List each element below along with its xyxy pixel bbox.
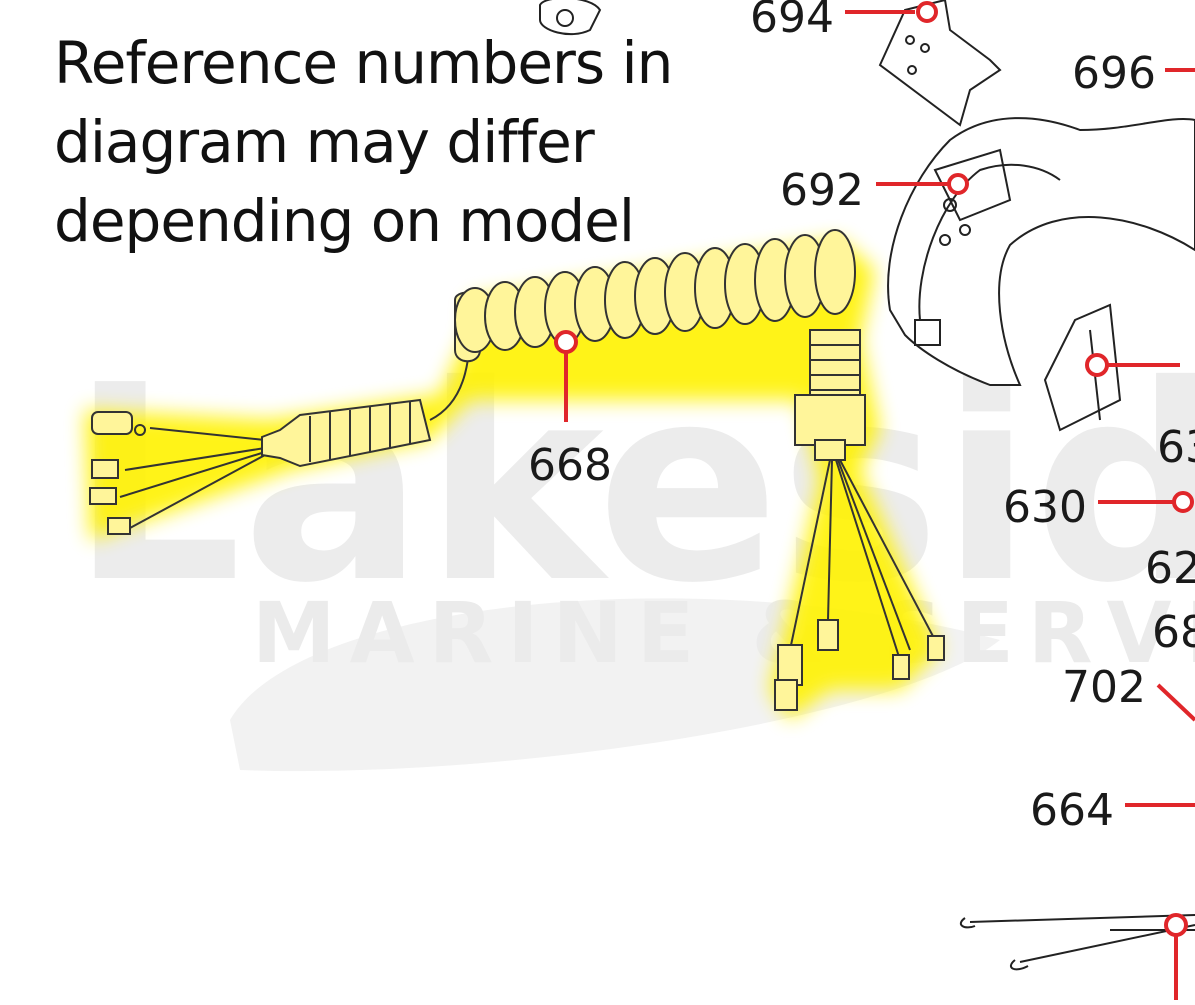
part-label-63x: 63	[1157, 422, 1195, 473]
part-label-630: 630	[1003, 482, 1087, 533]
connector-block	[794, 394, 866, 446]
callouts	[554, 1, 1195, 1000]
part-label-68x: 68	[1152, 607, 1195, 658]
part-label-668: 668	[528, 440, 612, 491]
reference-note: Reference numbers in diagram may differ …	[54, 24, 673, 261]
reference-note-line-2: diagram may differ	[54, 108, 595, 176]
part-label-702: 702	[1062, 662, 1146, 713]
part-label-694: 694	[750, 0, 834, 43]
reference-note-line-1: Reference numbers in	[54, 29, 673, 97]
part-label-696: 696	[1072, 48, 1156, 99]
reference-note-line-3: depending on model	[54, 187, 635, 255]
part-label-664: 664	[1030, 785, 1114, 836]
plug-left	[91, 411, 133, 435]
bracket-694	[878, 0, 1002, 127]
coiled-cord-668	[89, 229, 945, 711]
highlight-668	[85, 240, 940, 720]
coil-loops	[454, 229, 856, 353]
part-label-692: 692	[780, 165, 864, 216]
leader-702	[1156, 683, 1195, 722]
part-label-62x: 62	[1145, 543, 1195, 594]
watermark-tagline: MARINE & SERVICE	[252, 584, 1195, 682]
callout-labels: 694 696 692 668 63 630 62 68 702 664	[528, 0, 1195, 836]
